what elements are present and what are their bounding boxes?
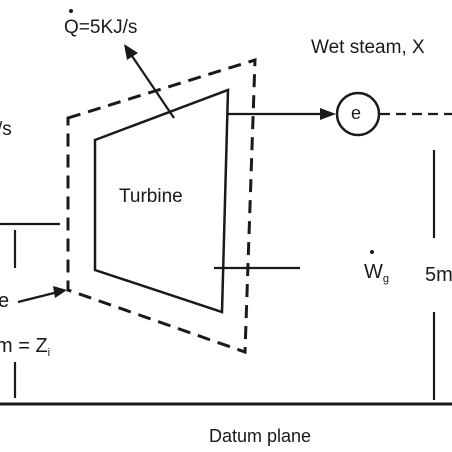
heat-arrow-head	[124, 44, 138, 60]
exit-state-label: e	[351, 103, 362, 123]
work-subscript: g	[382, 273, 390, 285]
outlet-state-label: Wet steam, X	[311, 37, 425, 58]
exit-state-circle	[335, 91, 381, 137]
control-volume-boundary	[66, 57, 257, 355]
inlet-arrow-head	[53, 286, 67, 298]
heat-transfer-arrow	[131, 55, 175, 119]
heat-rate-dot	[69, 9, 73, 13]
outlet-arrow-head	[320, 108, 336, 120]
turbine-label: Turbine	[119, 186, 183, 207]
heat-rate-label: Q=5KJ/s	[64, 17, 138, 38]
inlet-height-label: m = Zi	[0, 336, 50, 359]
work-symbol: W	[364, 261, 383, 283]
inlet-height-subscript: i	[47, 347, 51, 359]
inlet-state-label: e	[0, 290, 10, 312]
inlet-flow-label: /s	[0, 119, 12, 140]
turbine-body	[93, 88, 230, 314]
work-dot	[370, 250, 374, 254]
datum-plane-label: Datum plane	[209, 426, 312, 446]
shaft-work-label: Wg	[364, 262, 389, 285]
inlet-height-prefix: m = Z	[0, 335, 48, 357]
inlet-arrow	[17, 290, 59, 304]
height-label: 5m	[425, 264, 452, 286]
